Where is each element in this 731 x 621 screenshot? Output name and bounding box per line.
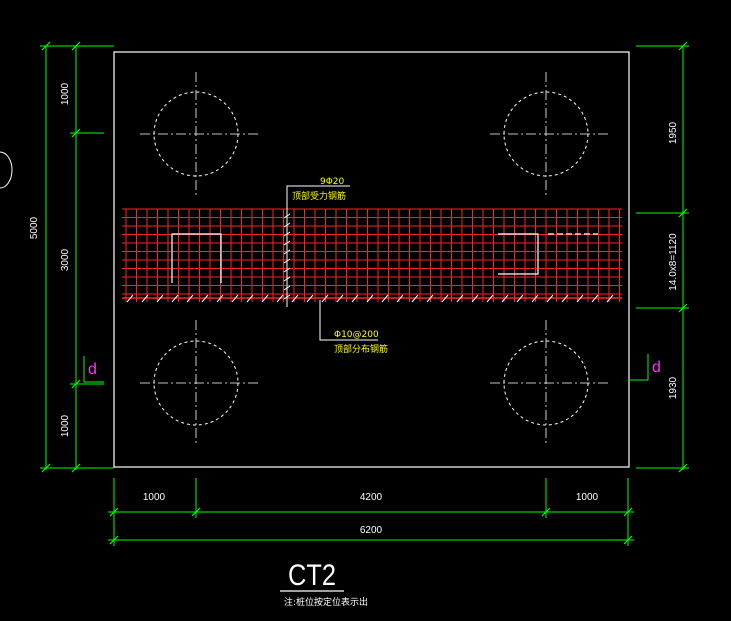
dim-bottom-mid: 4200 — [360, 492, 383, 503]
rebar-tick-row — [122, 294, 622, 303]
dim-left-outer: 5000 — [29, 216, 40, 239]
rebar-tick — [456, 294, 464, 303]
leaders — [286, 185, 378, 341]
leader-top-rebar — [286, 185, 350, 307]
dim-bottom-left: 1000 — [143, 492, 166, 503]
rebar-tick — [336, 294, 344, 303]
leader-dist-rebar — [319, 300, 378, 341]
dist-rebar-desc: 顶部分布钢筋 — [334, 343, 388, 355]
drawing-title: CT2 — [288, 559, 336, 592]
rebar-tick — [561, 294, 569, 303]
rebar-tick — [381, 294, 389, 303]
rebar-tick — [276, 294, 284, 303]
rebar-tick — [366, 294, 374, 303]
opening-right — [498, 233, 539, 275]
rebar-tick — [396, 294, 404, 303]
rebar-tick — [606, 294, 614, 303]
section-mark-left-lines — [83, 356, 104, 383]
rebar-tick — [576, 294, 584, 303]
rebar-tick — [531, 294, 539, 303]
rebar-tick — [201, 294, 209, 303]
dim-bottom-total: 6200 — [360, 525, 383, 536]
pile-centerlines — [140, 72, 608, 445]
section-mark-right: d — [652, 359, 661, 376]
rebar-tick — [591, 294, 599, 303]
top-rebar-desc: 顶部受力钢筋 — [292, 190, 346, 202]
dimension-ticks — [41, 41, 688, 545]
dim-left-mid: 3000 — [60, 248, 71, 271]
dim-right-top: 1950 — [668, 121, 679, 144]
section-mark-left: d — [88, 361, 97, 378]
rebar-tick — [291, 294, 299, 303]
dim-bottom-right: 1000 — [576, 492, 599, 503]
drawing-note: 注:桩位按定位表示出 — [284, 596, 368, 608]
dim-left-top: 1000 — [60, 82, 71, 105]
rebar-tick — [126, 294, 134, 303]
dim-left-bottom: 1000 — [60, 414, 71, 437]
dim-right-bottom: 1930 — [668, 376, 679, 399]
rebar-tick — [156, 294, 164, 303]
rebar-tick — [501, 294, 509, 303]
rebar-tick — [141, 294, 149, 303]
rebar-tick — [261, 294, 269, 303]
dim-right-mid: 14.0x8=1120 — [668, 233, 679, 291]
rebar-tick — [351, 294, 359, 303]
dist-rebar-spec: Φ10@200 — [334, 330, 379, 340]
rebar-tick — [216, 294, 224, 303]
rebar-tick — [471, 294, 479, 303]
rebar-tick — [171, 294, 179, 303]
rebar-tick — [306, 294, 314, 303]
edge-arc — [0, 151, 13, 189]
rebar-mesh — [122, 208, 622, 302]
rebar-tick — [246, 294, 254, 303]
section-mark-right-lines — [628, 354, 649, 381]
rebar-tick — [186, 294, 194, 303]
rebar-tick — [231, 294, 239, 303]
rebar-tick — [426, 294, 434, 303]
rebar-tick — [546, 294, 554, 303]
top-rebar-spec: 9Φ20 — [320, 177, 345, 187]
rebar-tick — [516, 294, 524, 303]
rebar-tick — [321, 294, 329, 303]
pile-cap-outline — [113, 51, 630, 468]
rebar-tick — [486, 294, 494, 303]
mesh-openings — [171, 233, 598, 283]
rebar-tick — [441, 294, 449, 303]
rebar-tick — [411, 294, 419, 303]
opening-left — [171, 233, 222, 283]
